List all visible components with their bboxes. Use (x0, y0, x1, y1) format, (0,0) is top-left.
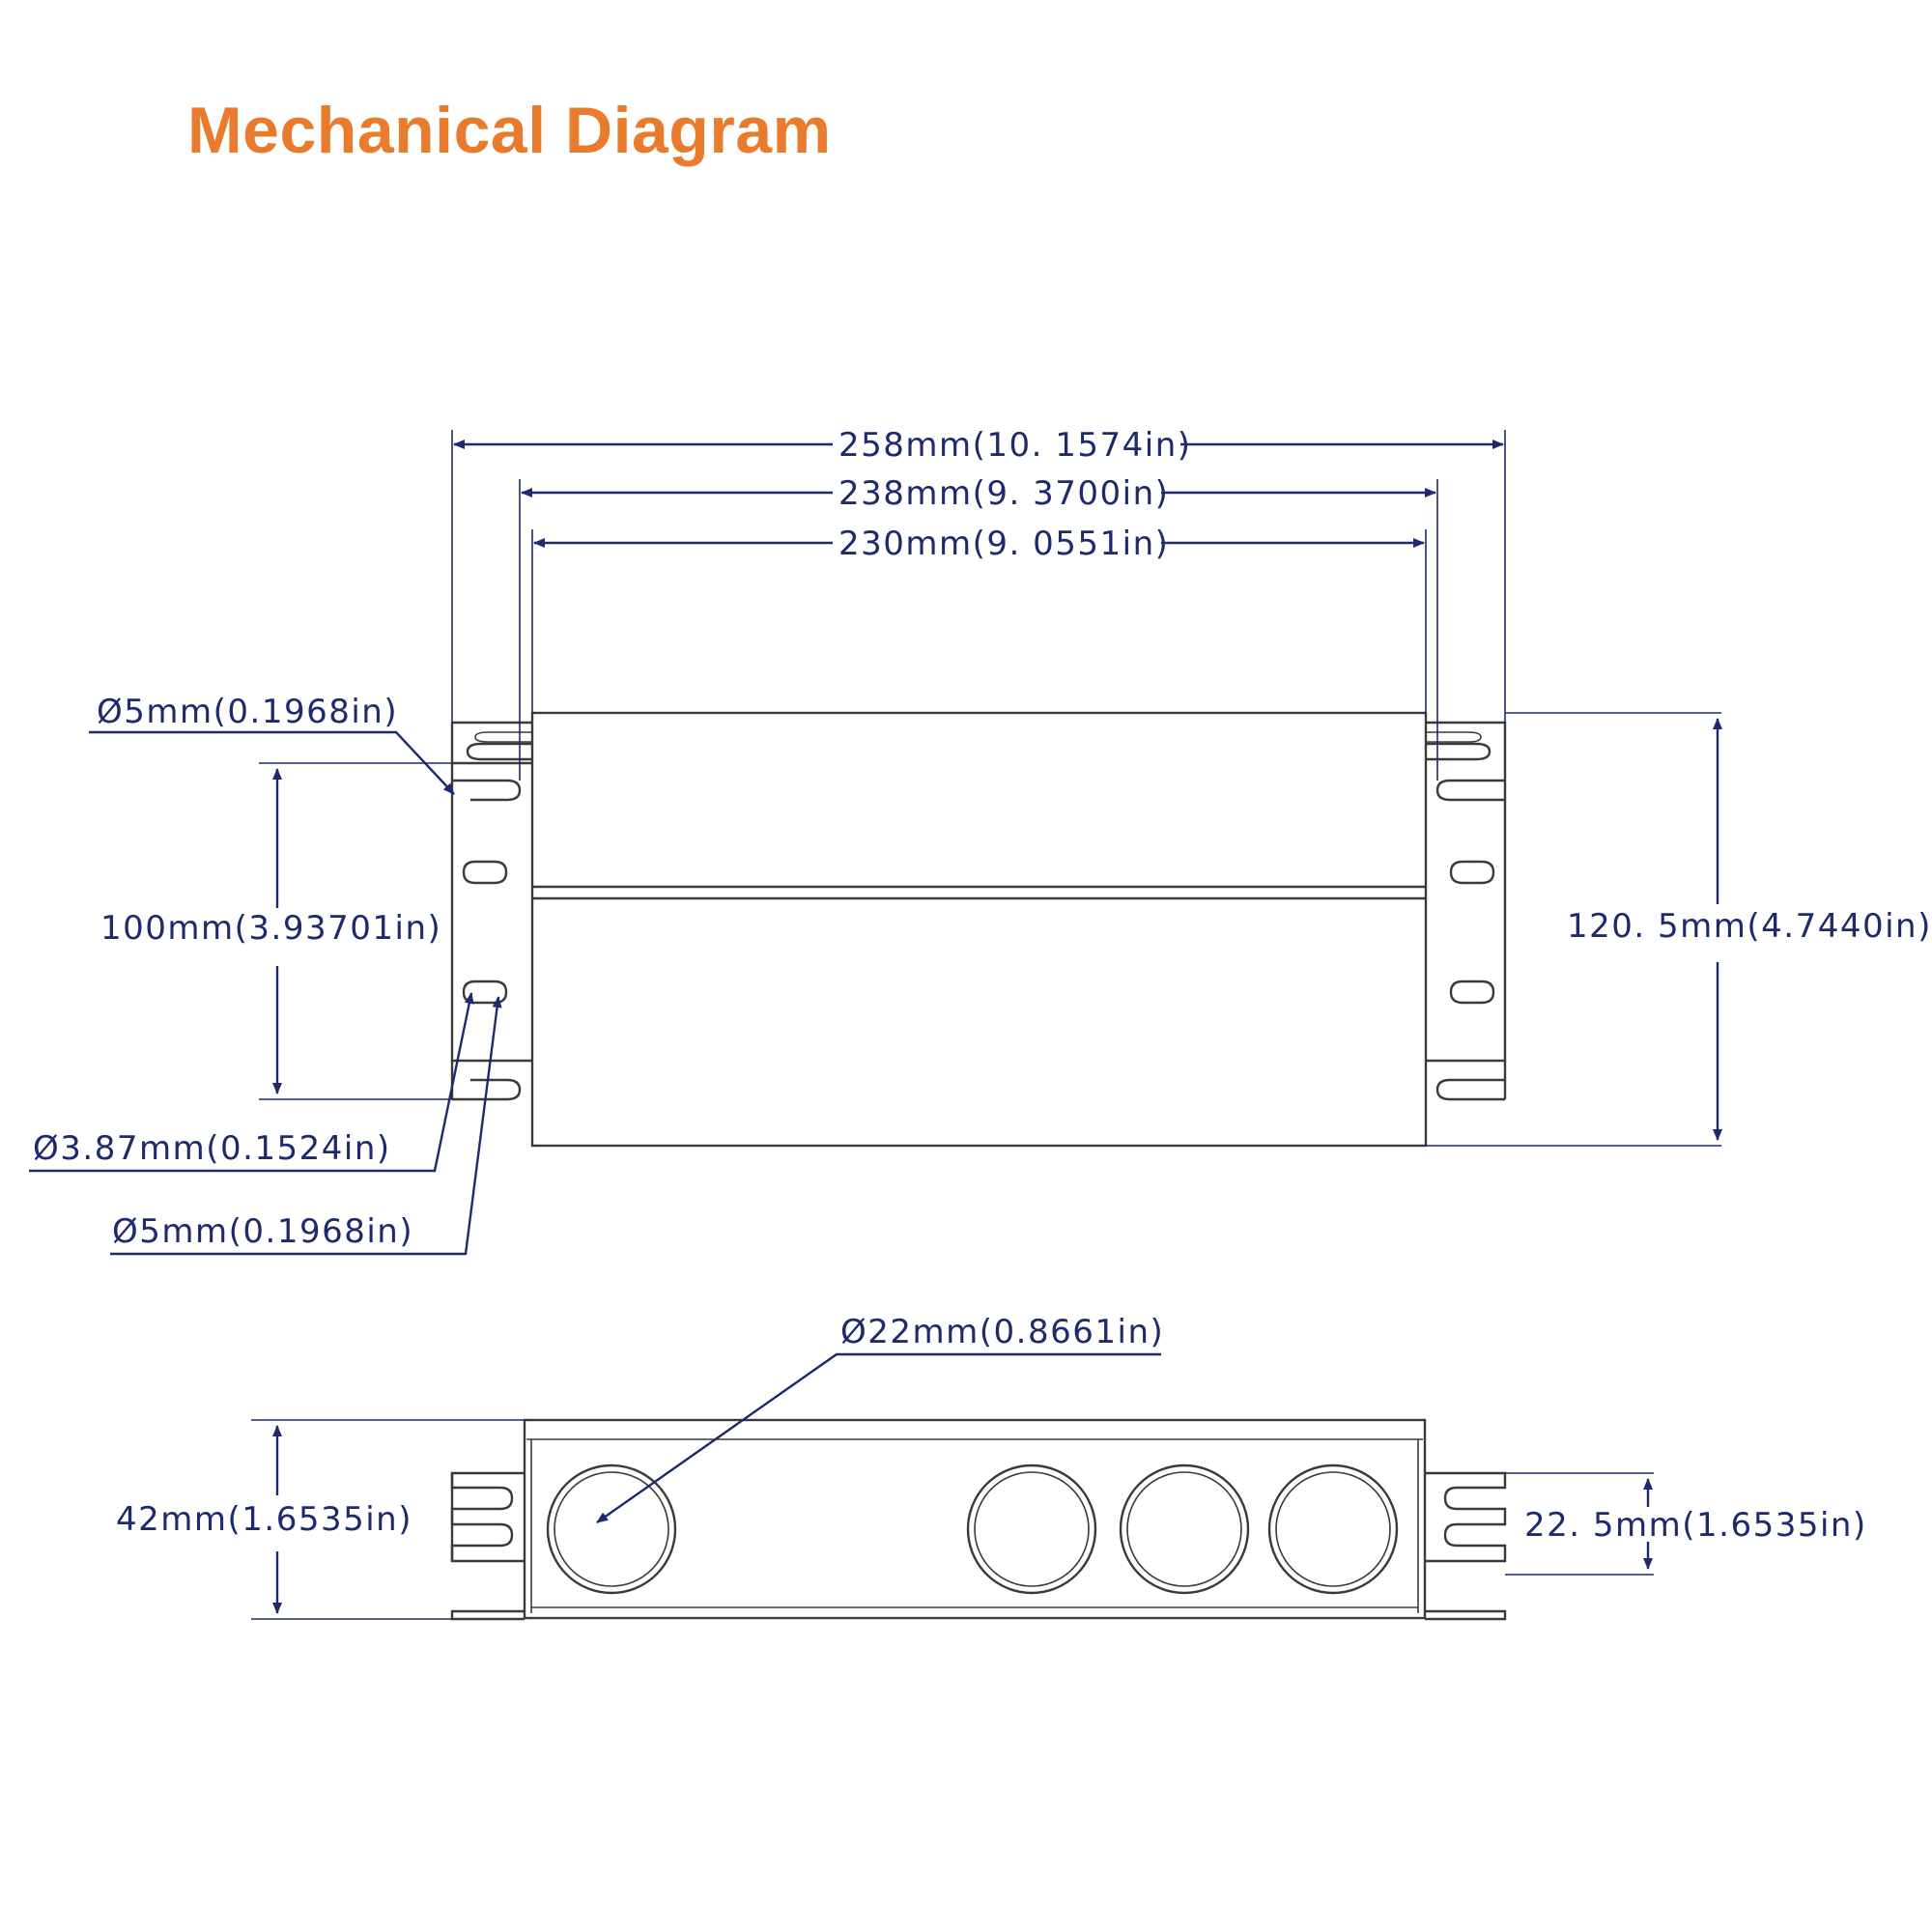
label-keyhole-large: Ø5mm(0.1968in) (112, 1212, 413, 1251)
side-body-outline (523, 1418, 1427, 1620)
label-slot-hole: Ø5mm(0.1968in) (97, 693, 398, 731)
label-height: 42mm(1.6535in) (116, 1500, 412, 1539)
side-view: Ø22mm(0.8661in) 42mm(1.6535in) 22. 5mm(1… (116, 1313, 1867, 1621)
right-side-tabs (1425, 1471, 1507, 1563)
keyhole-lower-right (1449, 980, 1495, 1005)
right-mounting-bracket (1426, 721, 1507, 1101)
label-mounting-length: 238mm(9. 3700in) (838, 474, 1169, 513)
knockout-3 (1119, 1463, 1250, 1595)
label-overall-width: 120. 5mm(4.7440in) (1567, 907, 1932, 946)
label-body-length: 230mm(9. 0551in) (838, 525, 1169, 563)
knockout-1 (546, 1463, 677, 1595)
leader-keyhole-large (110, 996, 502, 1256)
leader-keyhole-small (29, 992, 474, 1173)
page-title: Mechanical Diagram (187, 94, 832, 167)
left-side-tabs (450, 1471, 525, 1563)
label-tab-spacing: 22. 5mm(1.6535in) (1524, 1506, 1867, 1545)
keyhole-upper-right (1449, 860, 1495, 885)
keyhole-upper-left (462, 860, 508, 885)
top-body-outline (530, 711, 1428, 1148)
leader-slot-hole (89, 730, 455, 795)
leader-knockout (596, 1352, 1161, 1523)
knockout-4 (1267, 1463, 1399, 1595)
knockout-2 (966, 1463, 1097, 1595)
label-mounting-width: 100mm(3.93701in) (100, 909, 441, 948)
label-knockout: Ø22mm(0.8661in) (840, 1313, 1164, 1351)
label-keyhole-small: Ø3.87mm(0.1524in) (33, 1129, 391, 1168)
top-view: 258mm(10. 1574in) 238mm(9. 3700in) 230mm… (29, 421, 1932, 1256)
label-overall-length: 258mm(10. 1574in) (838, 426, 1192, 465)
